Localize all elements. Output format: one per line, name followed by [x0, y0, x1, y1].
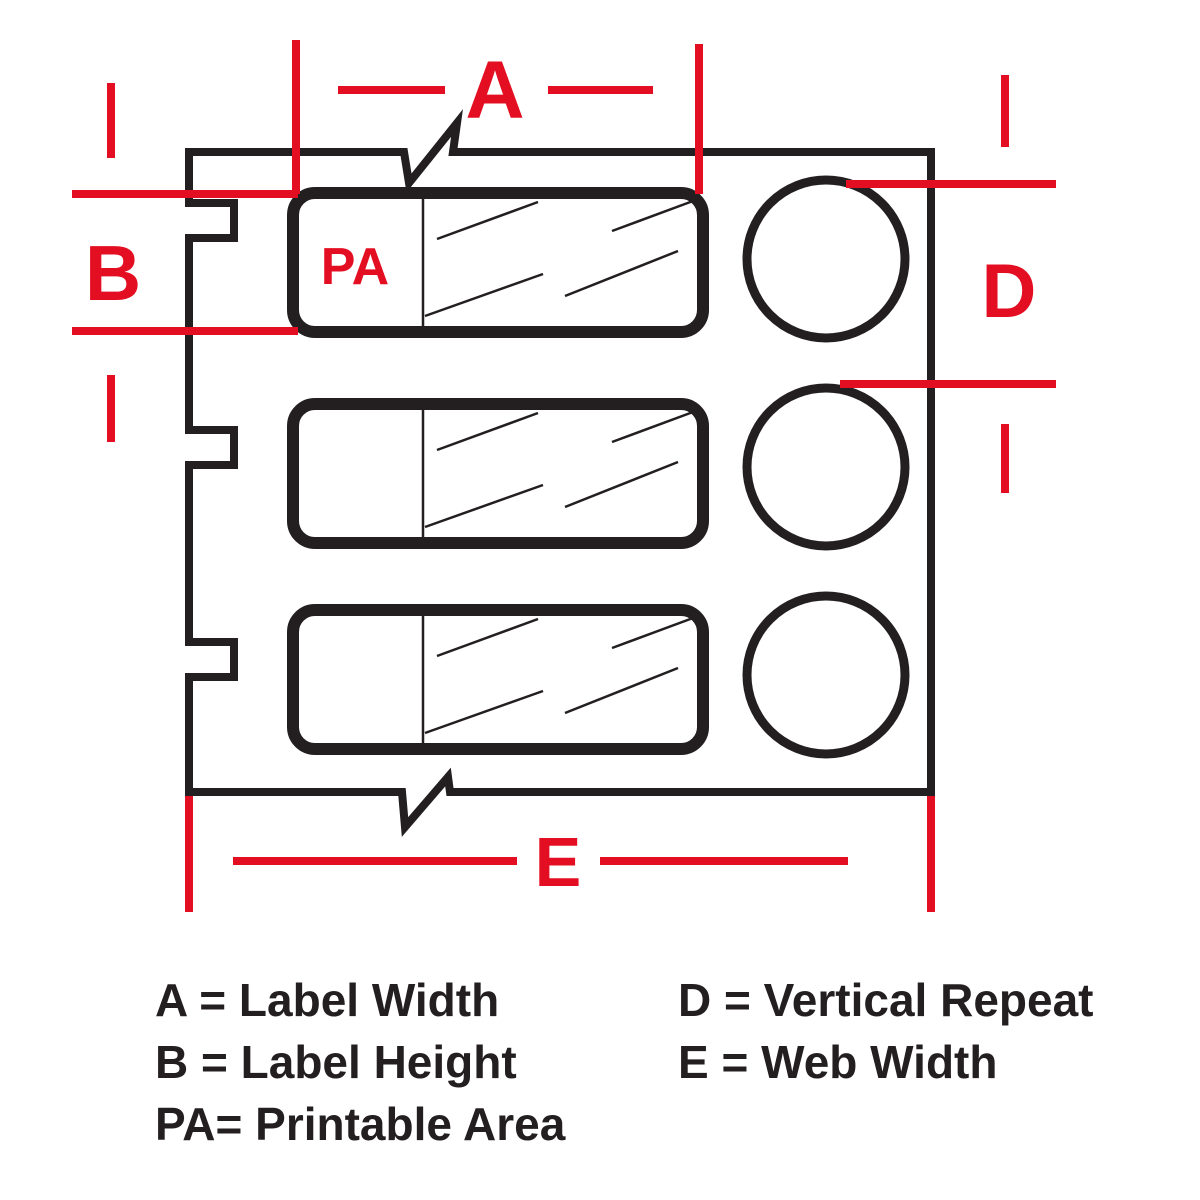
dimension-letter-d: D — [982, 249, 1037, 334]
dimension-b: B — [72, 83, 298, 442]
legend-item-label-width: A = Label Width — [155, 974, 499, 1026]
labels: PA — [293, 193, 703, 749]
dimension-d: D — [840, 75, 1056, 493]
web-outline — [185, 109, 935, 837]
label-row-3 — [293, 610, 703, 749]
label-row-2 — [293, 404, 703, 543]
round-hole-1 — [742, 175, 910, 343]
legend: A = Label Width B = Label Height PA= Pri… — [155, 974, 1093, 1150]
dimension-letter-b: B — [85, 229, 141, 317]
web-liner — [185, 109, 935, 837]
round-hole-3 — [742, 591, 910, 759]
round-holes — [742, 175, 910, 759]
dimension-e: E — [185, 796, 935, 912]
legend-item-web-width: E = Web Width — [678, 1036, 997, 1088]
dimension-a: A — [292, 40, 703, 194]
legend-item-label-height: B = Label Height — [155, 1036, 517, 1088]
legend-item-printable-area: PA= Printable Area — [155, 1098, 566, 1150]
dimension-letter-a: A — [465, 45, 524, 136]
legend-item-vertical-repeat: D = Vertical Repeat — [678, 974, 1093, 1026]
printable-area-callout: PA — [321, 238, 389, 296]
round-hole-2 — [742, 383, 910, 551]
dimension-letter-e: E — [535, 823, 582, 901]
